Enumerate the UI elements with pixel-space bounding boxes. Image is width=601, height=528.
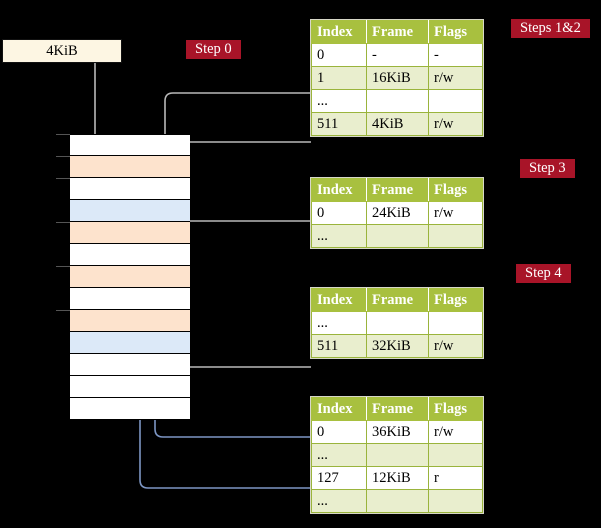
- cell-frame: 36KiB: [366, 420, 429, 444]
- cell-flags: r/w: [428, 112, 483, 136]
- cell-frame: 32KiB: [366, 334, 429, 358]
- memory-frame-row: [70, 222, 190, 244]
- cell-frame: [366, 443, 429, 467]
- cell-flags: [428, 311, 483, 335]
- cell-index: ...: [311, 89, 367, 113]
- cell-index: 1: [311, 66, 367, 90]
- memory-frame-row: [70, 200, 190, 222]
- memory-frame-row: [70, 398, 190, 420]
- column-header-frame: Frame: [366, 397, 429, 421]
- memory-row-tick: [56, 310, 70, 311]
- column-header-flags: Flags: [428, 20, 483, 44]
- memory-frame-row: [70, 376, 190, 398]
- column-header-flags: Flags: [428, 397, 483, 421]
- cell-index: 511: [311, 112, 367, 136]
- cell-frame: [366, 311, 429, 335]
- column-header-frame: Frame: [366, 178, 429, 202]
- column-header-index: Index: [311, 178, 367, 202]
- table-row: ...: [311, 443, 483, 467]
- wire-l3-row0-to-memory: [172, 220, 311, 269]
- cell-index: ...: [311, 311, 367, 335]
- cell-index: 0: [311, 201, 367, 225]
- memory-frame-row: [70, 310, 190, 332]
- frame-size-label: 4KiB: [46, 43, 78, 59]
- cell-frame: [366, 224, 429, 248]
- cell-frame: [366, 489, 429, 513]
- column-header-frame: Frame: [366, 288, 429, 312]
- memory-frame-row: [70, 266, 190, 288]
- cell-flags: r/w: [428, 420, 483, 444]
- cell-flags: r: [428, 466, 483, 490]
- frame-size-box: 4KiB: [2, 39, 122, 63]
- cell-index: ...: [311, 443, 367, 467]
- table-row: ...: [311, 89, 483, 113]
- cell-flags: [428, 89, 483, 113]
- memory-frame-row: [70, 244, 190, 266]
- column-header-flags: Flags: [428, 288, 483, 312]
- cell-index: ...: [311, 489, 367, 513]
- table-row: ...: [311, 489, 483, 513]
- column-header-index: Index: [311, 288, 367, 312]
- cell-flags: [428, 489, 483, 513]
- cell-index: 127: [311, 466, 367, 490]
- memory-frame-row: [70, 134, 190, 156]
- cell-frame: -: [366, 43, 429, 67]
- cell-frame: 4KiB: [366, 112, 429, 136]
- badge-step-0: Step 0: [186, 40, 241, 59]
- memory-frame-row: [70, 332, 190, 354]
- badge-step-3: Step 3: [520, 159, 575, 178]
- cell-index: 511: [311, 334, 367, 358]
- memory-frame-row: [70, 288, 190, 310]
- cell-index: ...: [311, 224, 367, 248]
- column-header-frame: Frame: [366, 20, 429, 44]
- cell-index: 0: [311, 420, 367, 444]
- cell-flags: r/w: [428, 201, 483, 225]
- cell-index: 0: [311, 43, 367, 67]
- wire-l2-511-to-memory: [165, 288, 311, 368]
- cell-flags: r/w: [428, 66, 483, 90]
- memory-row-tick: [56, 266, 70, 267]
- badge-steps-1-2: Steps 1&2: [511, 19, 590, 38]
- cell-frame: 16KiB: [366, 66, 429, 90]
- memory-frame-row: [70, 178, 190, 200]
- cell-flags: [428, 443, 483, 467]
- memory-row-tick: [56, 222, 70, 223]
- cell-frame: 24KiB: [366, 201, 429, 225]
- badge-step-4: Step 4: [516, 264, 571, 283]
- memory-row-tick: [56, 178, 70, 179]
- table-row: 0--: [311, 43, 483, 67]
- cell-flags: r/w: [428, 334, 483, 358]
- table-row: ...: [311, 311, 483, 335]
- memory-row-tick: [56, 134, 70, 135]
- cell-frame: 12KiB: [366, 466, 429, 490]
- table-row: ...: [311, 224, 483, 248]
- cell-flags: -: [428, 43, 483, 67]
- physical-memory-column: [56, 134, 190, 420]
- cell-flags: [428, 224, 483, 248]
- column-header-index: Index: [311, 397, 367, 421]
- cell-frame: [366, 89, 429, 113]
- wire-l4-row1-to-memory: [164, 92, 311, 133]
- memory-frame-row: [70, 156, 190, 178]
- column-header-flags: Flags: [428, 178, 483, 202]
- memory-row-tick: [56, 156, 70, 157]
- column-header-index: Index: [311, 20, 367, 44]
- memory-frame-row: [70, 354, 190, 376]
